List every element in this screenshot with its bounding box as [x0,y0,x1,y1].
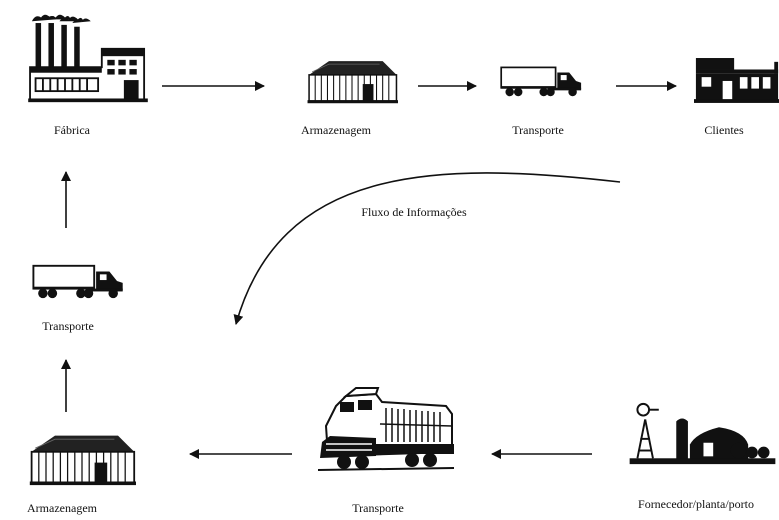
truck-icon [500,66,582,98]
label-transporte-top: Transporte [512,123,564,137]
label-fluxo-informacoes: Fluxo de Informações [361,205,467,219]
farm-icon [628,402,777,466]
label-transporte-left: Transporte [42,319,94,333]
factory-icon [27,13,149,104]
warehouse-icon [306,60,399,104]
label-fornecedor: Fornecedor/planta/porto [638,497,754,511]
label-fabrica: Fábrica [54,123,91,137]
information-flow-arrow [233,172,621,325]
store-icon [694,58,779,103]
locomotive-icon [317,387,455,471]
label-armazenagem-top: Armazenagem [301,123,372,137]
label-armazenagem-bottom: Armazenagem [27,501,98,515]
truck-icon [32,264,124,300]
label-transporte-bottom: Transporte [352,501,404,515]
warehouse-icon [28,434,138,486]
label-clientes: Clientes [704,123,744,137]
